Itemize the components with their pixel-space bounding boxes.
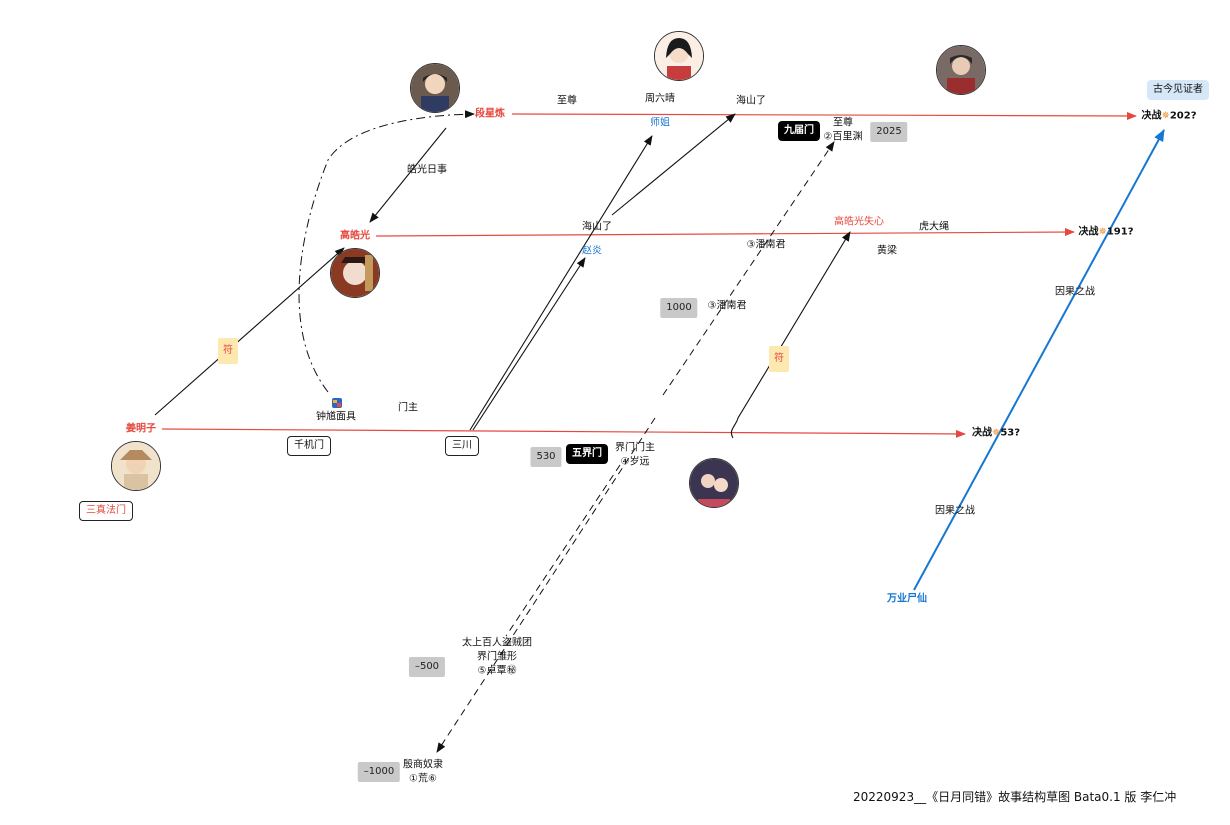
node-zhou-liuqing[interactable]: 周六晴 bbox=[645, 93, 675, 105]
year-neg500: –500 bbox=[408, 657, 446, 677]
node-zhongkui-mask[interactable]: 钟馗面具 bbox=[316, 411, 356, 423]
edge-dashed-jiujie bbox=[662, 141, 835, 396]
edge-mask-to-duan bbox=[298, 110, 475, 393]
node-huang-liang[interactable]: 黄梁 bbox=[877, 245, 897, 257]
tag-fu-2: 符 bbox=[769, 346, 789, 372]
edge-sanchuan-to-zhaoyan bbox=[472, 257, 586, 431]
node-juezhan-191[interactable]: 决战✵191? bbox=[1078, 226, 1133, 239]
edge-jiang-to-gao bbox=[154, 247, 345, 416]
juezhan-label: 决战 bbox=[971, 427, 992, 439]
node-qianji-men[interactable]: 千机门 bbox=[287, 436, 331, 456]
avatar-top-right bbox=[936, 45, 986, 95]
node-juezhan-202[interactable]: 决战✵202? bbox=[1141, 110, 1196, 123]
footer-caption: 20220923__《日月同错》故事结构草图 Bata0.1 版 李仁冲 bbox=[853, 790, 1177, 804]
node-haishan-le-mid[interactable]: 海山了 bbox=[582, 221, 612, 233]
avatar-duan-xinglian bbox=[410, 63, 460, 113]
year-530: 530 bbox=[530, 447, 562, 467]
spark-icon: ✵ bbox=[1098, 226, 1107, 238]
node-zhizun-top[interactable]: 至尊 bbox=[557, 95, 577, 107]
avatar-jiang-mingzi bbox=[111, 441, 161, 491]
node-hu-dasheng[interactable]: 虎大绳 bbox=[919, 221, 949, 233]
avatar-gao-haoguang bbox=[330, 248, 380, 298]
year-2025: 2025 bbox=[870, 122, 908, 142]
edge-dashed-lower bbox=[505, 464, 621, 637]
node-shijie[interactable]: 师姐 bbox=[650, 117, 670, 129]
spark-icon: ✵ bbox=[1161, 110, 1170, 122]
node-gao-haoguang[interactable]: 高皓光 bbox=[340, 230, 370, 242]
spark-icon: ✵ bbox=[991, 427, 1001, 439]
avatar-bottom-group bbox=[689, 458, 739, 508]
node-sanchuan[interactable]: 三川 bbox=[445, 436, 479, 456]
juezhan-label: 决战 bbox=[1141, 110, 1162, 122]
node-taishang-daozei[interactable]: 太上百人盗贼团 bbox=[462, 637, 532, 649]
node-wanye-shixian[interactable]: 万业尸仙 bbox=[887, 593, 927, 605]
edge-duan-to-gao bbox=[369, 127, 447, 223]
tag-fu-1: 符 bbox=[218, 338, 238, 364]
node-gao-haoguang-shixin[interactable]: 高皓光失心 bbox=[834, 216, 884, 228]
timeline-duan-xinglian bbox=[511, 111, 1137, 120]
node-yinshang-nuli[interactable]: 殷商奴隶 bbox=[403, 759, 443, 771]
juezhan-suffix: 202? bbox=[1169, 110, 1197, 122]
node-wujie-men[interactable]: 五界门 bbox=[566, 444, 608, 464]
node-gujin-witness[interactable]: 古今见证者 bbox=[1147, 80, 1209, 100]
timeline-gao-haoguang bbox=[375, 228, 1075, 237]
node-zhuo-tan[interactable]: ⑤卓覃㊙ bbox=[477, 665, 517, 677]
node-pan-nanjun-2[interactable]: ③潘南君 bbox=[707, 300, 747, 312]
node-sanzhen-fa-men[interactable]: 三真法门 bbox=[79, 501, 133, 521]
node-pan-nanjun-1[interactable]: ③潘南君 bbox=[746, 239, 786, 251]
node-jiemen-chuxing[interactable]: 界门雏形 bbox=[477, 651, 517, 663]
node-jiujie-men[interactable]: 九届门 bbox=[778, 121, 820, 141]
juezhan-suffix: 191? bbox=[1106, 226, 1134, 238]
juezhan-suffix: 53? bbox=[1000, 427, 1021, 439]
node-yinguo-1[interactable]: 因果之战 bbox=[1055, 286, 1095, 298]
node-zhao-yan[interactable]: 赵炎 bbox=[582, 245, 602, 257]
timeline-jiang-mingzi bbox=[161, 428, 966, 438]
node-haishan-le-top[interactable]: 海山了 bbox=[736, 95, 766, 107]
node-jiemen-menzhu[interactable]: 界门门主 bbox=[615, 442, 655, 454]
avatar-zhou-liuqing bbox=[654, 31, 704, 81]
year-1000: 1000 bbox=[660, 298, 698, 318]
edge-haishan-to-haishan bbox=[611, 113, 736, 216]
year-neg1000: –1000 bbox=[357, 762, 401, 782]
edge-dashed-long bbox=[436, 417, 656, 753]
node-zhizun-2[interactable]: 至尊 bbox=[833, 117, 853, 129]
node-jiang-mingzi[interactable]: 姜明子 bbox=[126, 423, 156, 435]
juezhan-label: 决战 bbox=[1078, 226, 1099, 238]
edge-fu-to-shixin bbox=[730, 231, 851, 439]
node-sui-yuan[interactable]: ④岁远 bbox=[620, 456, 650, 468]
edge-sanchuan-to-shijie bbox=[469, 135, 653, 431]
node-duan-xinglian[interactable]: 段星炼 bbox=[475, 108, 505, 120]
mask-icon bbox=[331, 394, 343, 408]
node-juezhan-53[interactable]: 决战✵53? bbox=[972, 427, 1020, 440]
karma-line bbox=[913, 129, 1165, 591]
node-yinguo-2[interactable]: 因果之战 bbox=[935, 505, 975, 517]
node-baili-yuan[interactable]: ②百里渊 bbox=[823, 131, 863, 143]
node-huang-6[interactable]: ①荒⑥ bbox=[409, 773, 437, 785]
node-haoguang-rishi[interactable]: 皓光日事 bbox=[407, 164, 447, 176]
node-menzhu[interactable]: 门主 bbox=[398, 402, 418, 414]
